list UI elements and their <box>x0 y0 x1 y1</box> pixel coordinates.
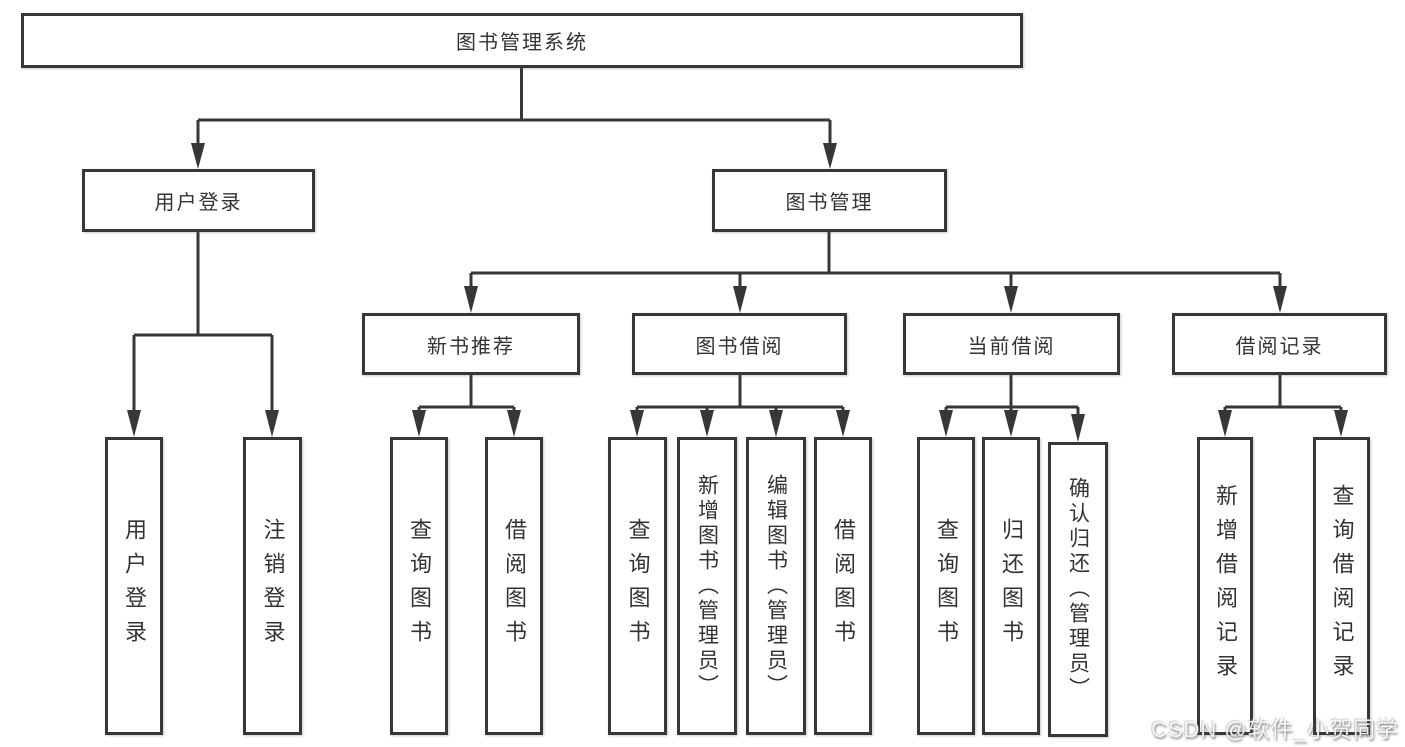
node-confirm-return-admin: 确认归还（管理员） <box>1048 442 1108 737</box>
node-add-book-admin: 新增图书（管理员） <box>677 437 737 735</box>
node-label: 用户登录 <box>122 518 147 654</box>
node-query-books-borrow: 查询图书 <box>608 437 667 735</box>
node-label: 查询图书 <box>625 518 651 654</box>
node-book-borrow: 图书借阅 <box>632 313 847 375</box>
node-book-management: 图书管理 <box>712 169 947 232</box>
node-label: 确认归还（管理员） <box>1066 477 1090 702</box>
node-add-borrow-record: 新增借阅记录 <box>1197 437 1253 735</box>
node-label: 图书管理 <box>785 192 874 214</box>
connector-book-borrow-to-children <box>630 375 850 437</box>
node-new-book-recommend: 新书推荐 <box>362 313 580 375</box>
node-label: 归还图书 <box>999 518 1024 654</box>
node-label: 用户登录 <box>154 192 243 214</box>
node-label: 新书推荐 <box>427 335 515 358</box>
connector-user-login-to-children <box>127 232 279 437</box>
node-borrow-books-recommend: 借阅图书 <box>485 437 543 735</box>
csdn-watermark: CSDN @软件_小贺同学 <box>1150 717 1399 742</box>
node-borrow-records: 借阅记录 <box>1172 313 1387 375</box>
connector-borrow-records-to-children <box>1218 375 1348 437</box>
node-query-books-recommend: 查询图书 <box>390 437 448 735</box>
node-label: 图书借阅 <box>695 335 784 358</box>
node-leaf-user-login: 用户登录 <box>105 437 163 735</box>
connector-new-book-recommend-to-children <box>412 375 521 437</box>
node-query-books-current: 查询图书 <box>917 437 975 735</box>
node-leaf-logout: 注销登录 <box>243 437 302 735</box>
node-label: 查询图书 <box>407 518 432 654</box>
node-label: 借阅记录 <box>1235 335 1324 358</box>
node-label: 新增图书（管理员） <box>695 473 719 699</box>
node-query-borrow-record: 查询借阅记录 <box>1313 437 1370 735</box>
node-label: 查询借阅记录 <box>1329 484 1355 688</box>
node-edit-book-admin: 编辑图书（管理员） <box>746 437 806 735</box>
node-current-borrow: 当前借阅 <box>903 313 1120 375</box>
node-label: 新增借阅记录 <box>1213 484 1238 688</box>
node-user-login: 用户登录 <box>82 169 315 232</box>
connector-book-management-to-level3 <box>464 232 1287 313</box>
connector-root-to-level2 <box>191 68 837 169</box>
node-label: 借阅图书 <box>502 518 527 654</box>
node-library-management-system: 图书管理系统 <box>21 13 1023 68</box>
node-borrow-books-borrow: 借阅图书 <box>814 437 872 735</box>
connector-current-borrow-to-children <box>939 375 1085 442</box>
node-label: 借阅图书 <box>831 518 856 654</box>
node-label: 图书管理系统 <box>456 32 588 54</box>
node-label: 编辑图书（管理员） <box>764 473 788 699</box>
node-label: 当前借阅 <box>967 335 1056 358</box>
node-label: 注销登录 <box>260 518 286 654</box>
node-return-book: 归还图书 <box>982 437 1040 735</box>
node-label: 查询图书 <box>934 518 959 654</box>
